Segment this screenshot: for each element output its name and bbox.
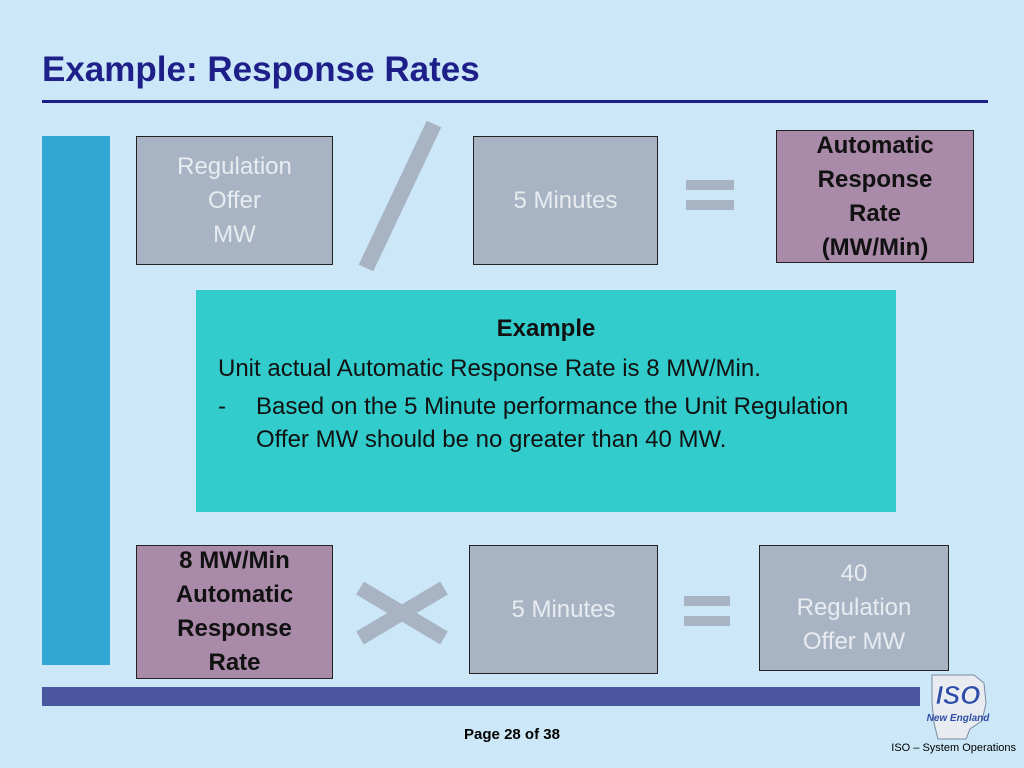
slide-title: Example: Response Rates	[42, 50, 480, 89]
title-underline	[42, 100, 988, 103]
regulation-offer-label: Regulation Offer MW	[177, 152, 292, 248]
five-minutes-box-bottom: 5 Minutes	[469, 545, 658, 674]
forty-regulation-offer-label: 40 Regulation Offer MW	[796, 560, 912, 655]
automatic-response-rate-label: Automatic Response Rate (MW/Min)	[816, 131, 934, 261]
divide-slash-icon	[358, 120, 442, 272]
left-accent-bar	[42, 136, 110, 665]
five-minutes-box-top: 5 Minutes	[473, 136, 658, 265]
example-statement: Unit actual Automatic Response Rate is 8…	[218, 355, 761, 382]
example-heading: Example	[496, 315, 596, 342]
bullet-dash: -	[218, 393, 226, 420]
equals-sign-icon-bottom	[684, 596, 730, 626]
logo-new-england-text: New England	[927, 713, 990, 724]
example-bullet-text: Based on the 5 Minute performance the Un…	[256, 393, 849, 453]
example-panel: Example Unit actual Automatic Response R…	[196, 290, 896, 512]
multiply-sign-icon	[356, 581, 448, 645]
five-minutes-label-top: 5 Minutes	[513, 186, 618, 214]
page-number: Page 28 of 38	[464, 726, 560, 743]
regulation-offer-box: Regulation Offer MW	[136, 136, 333, 265]
five-minutes-label-bottom: 5 Minutes	[511, 595, 616, 623]
footer-department: ISO – System Operations	[891, 742, 1016, 754]
bottom-accent-bar	[42, 687, 920, 706]
equals-sign-icon-top	[686, 180, 734, 210]
eight-mw-min-label: 8 MW/Min Automatic Response Rate	[175, 547, 294, 676]
iso-new-england-logo-icon: ISO New England	[927, 674, 990, 740]
eight-mw-min-box: 8 MW/Min Automatic Response Rate	[136, 545, 333, 679]
automatic-response-rate-box: Automatic Response Rate (MW/Min)	[776, 130, 974, 263]
forty-regulation-offer-box: 40 Regulation Offer MW	[759, 545, 949, 671]
example-bullet: - Based on the 5 Minute performance the …	[218, 390, 874, 456]
logo-iso-text: ISO	[936, 680, 981, 710]
